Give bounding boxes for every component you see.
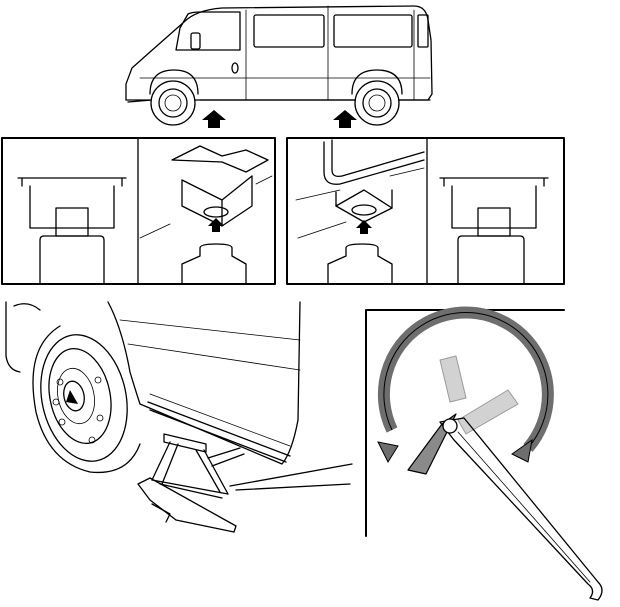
rear-jack-point-detail: [286, 137, 565, 285]
jack-under-van: [5, 301, 353, 533]
van-side-view: [125, 5, 433, 126]
crank-handle-detail: [365, 309, 603, 601]
front-jack-point-detail: [1, 137, 276, 285]
rotate-arrow-icon: [377, 306, 554, 464]
up-arrow-icon: [333, 110, 357, 128]
up-arrow-icon: [202, 110, 226, 128]
